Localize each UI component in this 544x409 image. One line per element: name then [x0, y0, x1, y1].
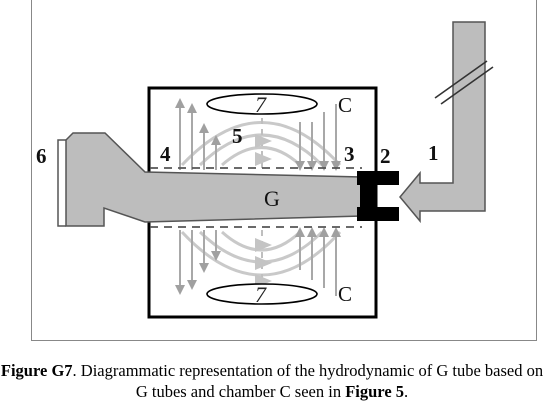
- caption-end: .: [404, 382, 409, 401]
- label-4: 4: [160, 142, 171, 166]
- caption-text: . Diagrammatic representation of the hyd…: [72, 361, 544, 401]
- inlet-pipe-1: [399, 21, 486, 224]
- port-plug: [357, 171, 399, 221]
- g-tube-outlet-6: [57, 139, 66, 227]
- label-6: 6: [36, 144, 47, 168]
- figure-caption: Figure G7. Diagrammatic representation o…: [0, 360, 544, 402]
- channel-walls: [150, 167, 362, 228]
- vortex-top-shape: [206, 93, 318, 115]
- label-7-top: 7: [255, 92, 267, 117]
- vortex-bottom-shape: [206, 283, 318, 305]
- center-triangles: [255, 134, 272, 288]
- label-c-top: C: [338, 93, 352, 117]
- label-7-bottom: 7: [255, 282, 267, 307]
- break-mark: [434, 60, 494, 105]
- label-2: 2: [380, 144, 391, 168]
- caption-figure-ref: Figure 5: [345, 382, 405, 401]
- label-c-bottom: C: [338, 282, 352, 306]
- label-5: 5: [232, 124, 243, 148]
- flow-arrows-top: [175, 98, 341, 171]
- label-g: G: [264, 186, 280, 211]
- label-3: 3: [344, 142, 355, 166]
- label-1: 1: [428, 141, 439, 165]
- caption-figure-label: Figure G7: [0, 361, 73, 380]
- figure-frame: [31, 0, 537, 341]
- g-tube-diagram: 6 4 5 3 2 1 G C C 7 7: [36, 21, 494, 319]
- flow-arrows-bottom: [175, 227, 341, 296]
